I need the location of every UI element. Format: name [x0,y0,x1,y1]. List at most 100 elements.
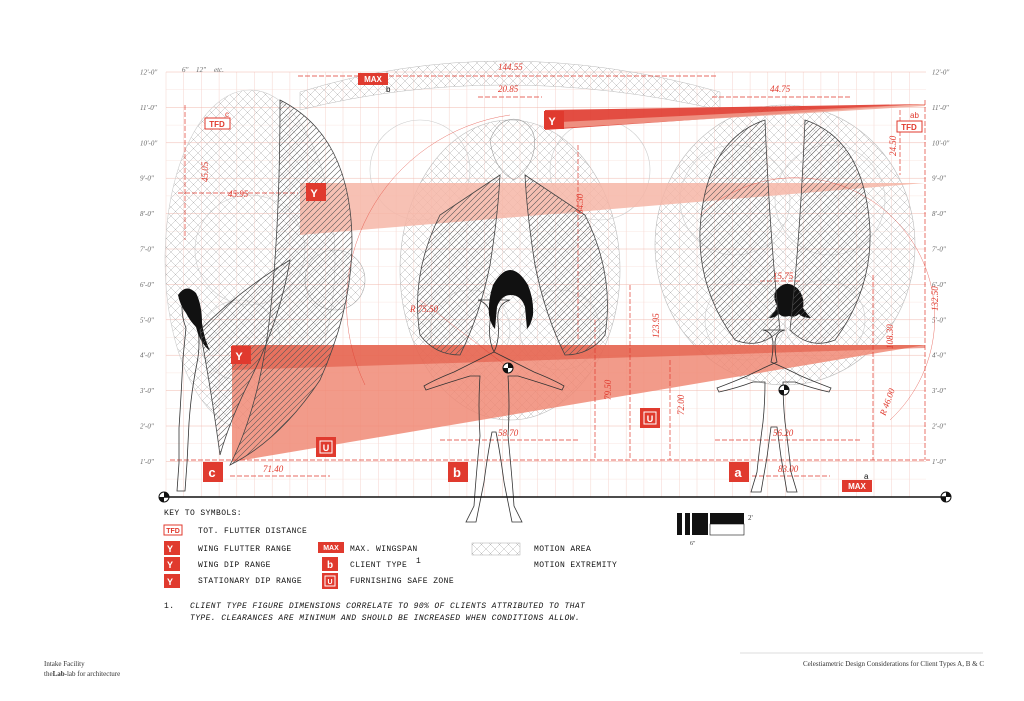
level-label-right: 11'-0" [932,104,949,112]
key-wfr-label: WING FLUTTER RANGE [198,545,292,554]
svg-text:MAX: MAX [364,75,382,84]
stationary-dip-tag-c: Y [231,346,251,364]
level-labels-left: 12'-0" 11'-0" 10'-0" 9'-0" 8'-0" 7'-0" 6'-0" 5'… [139,69,157,466]
dim-24-50: 24.50 [888,135,898,156]
key-wfr-symbol: Y [164,541,180,555]
note-number: 1. [164,602,174,611]
top-scale-6in: 6" [182,66,189,74]
key-tfd-symbol: TFD [163,524,183,536]
svg-text:U: U [647,414,654,424]
svg-text:Y: Y [167,544,173,554]
key-motion-area-swatch [471,542,521,556]
note-line-2: TYPE. CLEARANCES ARE MINIMUM AND SHOULD … [190,614,580,623]
svg-text:c: c [208,465,215,480]
level-labels-right: 12'-0" 11'-0" 10'-0" 9'-0" 8'-0" 7'-0" 6'-0" 5'… [931,69,949,466]
level-label-left: 12'-0" [140,69,157,77]
dim-20-85: 20.85 [498,84,519,94]
motion-area-type-a [654,104,916,386]
dim-108-30: 108.30 [885,324,895,349]
note-line-1: CLIENT TYPE FIGURE DIMENSIONS CORRELATE … [190,602,586,611]
svg-text:Y: Y [167,577,173,587]
level-label-right: 7'-0" [932,246,946,254]
level-label-left: 1'-0" [140,458,154,466]
dim-132-50: 132.50 [930,286,940,311]
svg-text:Y: Y [235,351,243,363]
level-label-right: 12'-0" [932,69,949,77]
level-label-left: 4'-0" [140,352,154,360]
footer-sheet-title: Celestiametric Design Considerations for… [803,660,984,668]
key-sdr-symbol: Y [164,574,180,588]
scale-bar-6in: 6" [690,541,696,547]
dim-71-40: 71.40 [263,464,284,474]
key-wdr-label: WING DIP RANGE [198,561,271,570]
svg-text:c: c [225,110,229,119]
svg-text:U: U [323,443,330,453]
level-label-left: 5'-0" [140,316,154,324]
svg-text:b: b [327,560,333,571]
level-label-right: 10'-0" [932,139,949,147]
scale-bar: 2' 6" [677,513,753,547]
safe-zone-tag-b: U [640,408,660,428]
key-title: KEY TO SYMBOLS: [164,509,242,518]
key-tfd-label: TOT. FLUTTER DISTANCE [198,527,307,536]
level-label-right: 6'-0" [932,281,946,289]
svg-text:Y: Y [548,116,556,128]
client-figure-b [417,118,608,523]
client-type-tag-c: c [203,462,223,482]
level-label-left: 3'-0" [139,387,154,395]
dim-45-95: 45.95 [228,189,249,199]
level-label-right: 2'-0" [932,423,946,431]
key-max-symbol: MAX [318,542,344,553]
footer-left: Intake Facility theLab-lab for architect… [44,659,120,679]
dim-79-50: 79.50 [603,379,613,400]
wing-flutter-tag-b: Y [544,111,564,129]
svg-text:a: a [734,465,742,480]
dim-83-00: 83.00 [778,464,799,474]
max-wingspan-tag-top: MAX b [358,73,391,94]
svg-text:ab: ab [910,111,919,120]
level-label-right: 5'-0" [932,316,946,324]
dim-72-00: 72.00 [676,394,686,415]
svg-text:b: b [386,85,391,94]
level-label-left: 2'-0" [140,423,154,431]
level-label-left: 8'-0" [140,210,154,218]
footer-firm: theLab-lab for architecture [44,670,121,678]
svg-text:a: a [864,472,869,481]
footer-project: Intake Facility [44,660,85,668]
dim-r-75-50: R 75.50 [409,304,438,314]
key-wdr-symbol: Y [164,557,180,571]
svg-text:TFD: TFD [209,120,225,129]
dim-58-70: 58.70 [498,428,519,438]
dim-15-75: 15.75 [773,271,794,281]
level-label-left: 10'-0" [140,139,157,147]
level-label-left: 7'-0" [140,246,154,254]
key-client-label: CLIENT TYPE [350,561,407,570]
level-label-left: 11'-0" [140,104,157,112]
tfd-tag-left: TFD c [204,110,231,130]
level-label-right: 8'-0" [932,210,946,218]
top-scale-etc: etc. [214,66,224,74]
level-label-right: 9'-0" [932,175,946,183]
max-wingspan-tag-bottom: MAX a [842,472,872,492]
key-sdr-label: STATIONARY DIP RANGE [198,577,302,586]
tfd-tag-right: TFD ab [896,111,923,133]
key-safe-label: FURNISHING SAFE ZONE [350,577,454,586]
key-max-label: MAX. WINGSPAN [350,545,418,554]
svg-text:MAX: MAX [323,545,339,552]
svg-text:U: U [327,579,332,586]
level-label-right: 1'-0" [932,458,946,466]
dim-64-30: 64.30 [575,193,585,214]
wing-dip-tag-c: Y [306,183,326,201]
svg-text:MAX: MAX [848,482,866,491]
svg-text:b: b [453,465,461,480]
key-motion-area-label: MOTION AREA [534,545,591,554]
level-label-left: 9'-0" [140,175,154,183]
level-label-right: 4'-0" [932,352,946,360]
level-label-left: 6'-0" [140,281,154,289]
dim-r-46-00: R 46.00 [877,387,896,418]
dim-45-05: 45.05 [200,161,210,182]
key-safe-symbol: U [322,573,338,589]
safe-zone-tag-c: U [316,437,336,457]
client-figure-a [699,119,871,493]
